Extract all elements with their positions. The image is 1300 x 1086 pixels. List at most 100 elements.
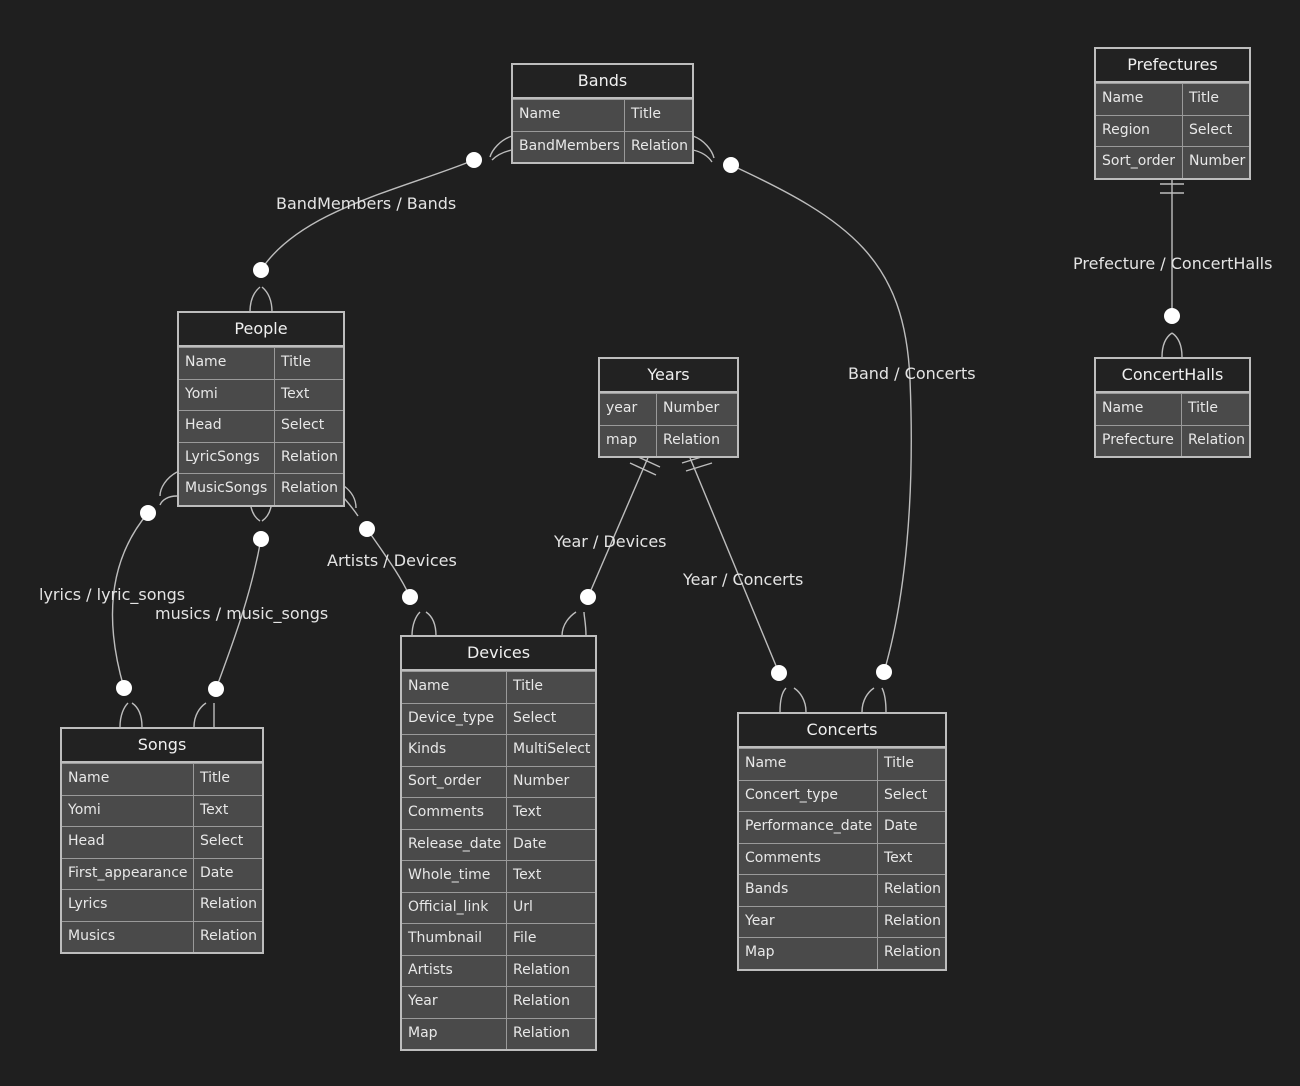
field-name: Year bbox=[739, 906, 878, 937]
label-bandmembers-bands: BandMembers / Bands bbox=[276, 194, 457, 213]
field-name: Prefecture bbox=[1096, 425, 1182, 456]
entity-title: Years bbox=[600, 359, 737, 393]
field-name: Head bbox=[179, 411, 275, 442]
field-type: Date bbox=[507, 829, 595, 860]
field-type: Text bbox=[275, 379, 343, 410]
field-name: First_appearance bbox=[62, 858, 194, 889]
field-name: Name bbox=[739, 749, 878, 780]
field-name: Name bbox=[179, 348, 275, 379]
field-name: Sort_order bbox=[1096, 147, 1183, 178]
field-name: Name bbox=[1096, 394, 1182, 425]
field-type: Relation bbox=[507, 955, 595, 986]
field-name: Performance_date bbox=[739, 812, 878, 843]
field-name: Yomi bbox=[179, 379, 275, 410]
field-type: Title bbox=[507, 672, 595, 703]
field-name: Device_type bbox=[402, 703, 507, 734]
field-name: Yomi bbox=[62, 795, 194, 826]
label-prefecture-concerthalls: Prefecture / ConcertHalls bbox=[1073, 254, 1273, 273]
field-type: Relation bbox=[878, 875, 945, 906]
field-name: Name bbox=[402, 672, 507, 703]
field-name: Name bbox=[1096, 84, 1183, 115]
connector-dots bbox=[116, 152, 1180, 697]
field-type: Select bbox=[275, 411, 343, 442]
field-name: Concert_type bbox=[739, 780, 878, 811]
field-name: Thumbnail bbox=[402, 924, 507, 955]
field-name: Sort_order bbox=[402, 766, 507, 797]
field-type: Text bbox=[194, 795, 262, 826]
entity-title: ConcertHalls bbox=[1096, 359, 1249, 393]
label-year-devices: Year / Devices bbox=[554, 532, 667, 551]
field-name: Map bbox=[402, 1018, 507, 1049]
field-name: Release_date bbox=[402, 829, 507, 860]
field-name: Comments bbox=[402, 798, 507, 829]
field-type: Title bbox=[275, 348, 343, 379]
field-name: Head bbox=[62, 827, 194, 858]
label-artists-devices: Artists / Devices bbox=[327, 551, 457, 570]
field-name: Official_link bbox=[402, 892, 507, 923]
field-name: Name bbox=[513, 100, 625, 131]
field-type: Relation bbox=[507, 1018, 595, 1049]
label-musics-songs: musics / music_songs bbox=[155, 604, 329, 623]
field-type: Relation bbox=[507, 987, 595, 1018]
field-name: Name bbox=[62, 764, 194, 795]
field-type: Url bbox=[507, 892, 595, 923]
field-type: Select bbox=[1183, 115, 1249, 146]
field-type: Relation bbox=[1182, 425, 1249, 456]
field-type: Relation bbox=[657, 425, 737, 456]
field-type: Relation bbox=[625, 131, 692, 162]
field-name: map bbox=[600, 425, 657, 456]
field-type: Relation bbox=[878, 938, 945, 969]
field-name: Map bbox=[739, 938, 878, 969]
entity-title: Bands bbox=[513, 65, 692, 99]
field-type: Number bbox=[657, 394, 737, 425]
field-type: Relation bbox=[275, 442, 343, 473]
